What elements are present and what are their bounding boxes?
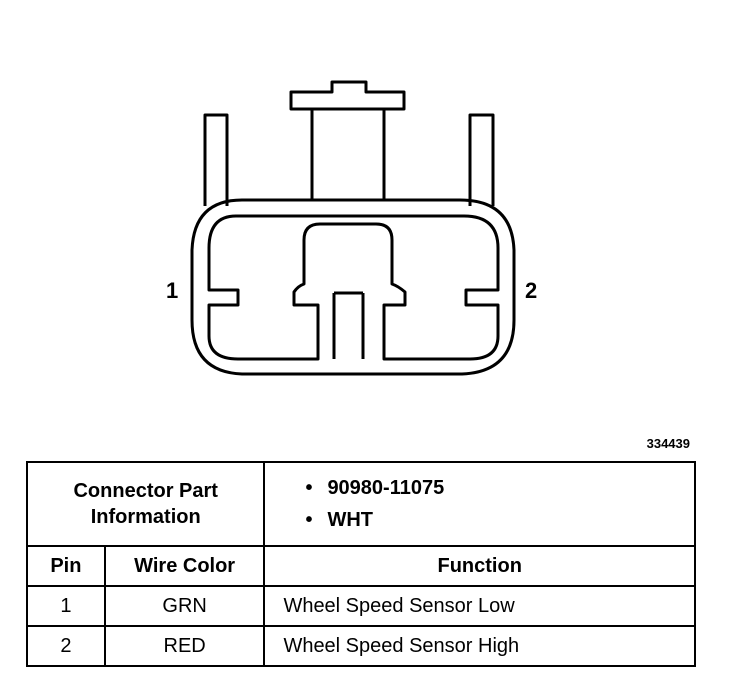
bullet-icon: • <box>305 509 313 531</box>
header-pin: Pin <box>26 545 106 587</box>
table-row: 1 GRN Wheel Speed Sensor Low <box>26 585 696 627</box>
connector-diagram <box>190 80 516 376</box>
connector-latch-cap <box>289 80 406 111</box>
figure-id: 334439 <box>646 436 690 451</box>
connector-info-table: Connector Part Information • 90980-11075 … <box>25 461 696 667</box>
pin-1-label: 1 <box>166 278 179 303</box>
connector-latch-stem <box>310 109 386 200</box>
part-info-label-line: Information <box>90 506 201 528</box>
header-function: Function <box>263 545 696 587</box>
bullet-icon: • <box>305 477 313 499</box>
table-row: 2 RED Wheel Speed Sensor High <box>26 625 696 667</box>
part-detail-item: • 90980-11075 <box>305 472 694 504</box>
table-header-row: Pin Wire Color Function <box>26 545 696 587</box>
part-info-row: Connector Part Information • 90980-11075 … <box>25 461 696 547</box>
cell-wire-color: RED <box>103 625 266 667</box>
connector-color: WHT <box>327 509 373 531</box>
connector-left-post <box>203 113 229 206</box>
connector-outer-housing <box>190 198 516 376</box>
part-info-label-line: Connector Part <box>73 480 218 502</box>
part-detail-item: • WHT <box>305 504 694 536</box>
part-number: 90980-11075 <box>327 477 445 499</box>
connector-right-post <box>468 113 495 206</box>
cell-wire-color: GRN <box>103 585 266 627</box>
connector-inner-cavity <box>207 214 500 361</box>
connector-key-slot <box>332 291 365 359</box>
cell-function: Wheel Speed Sensor High <box>263 625 696 667</box>
pin-2-label: 2 <box>525 278 538 303</box>
cell-pin: 2 <box>26 625 106 667</box>
part-info-label: Connector Part Information <box>25 461 266 547</box>
cell-pin: 1 <box>26 585 106 627</box>
header-wire-color: Wire Color <box>103 545 266 587</box>
cell-function: Wheel Speed Sensor Low <box>263 585 696 627</box>
part-details: • 90980-11075 • WHT <box>263 461 696 547</box>
